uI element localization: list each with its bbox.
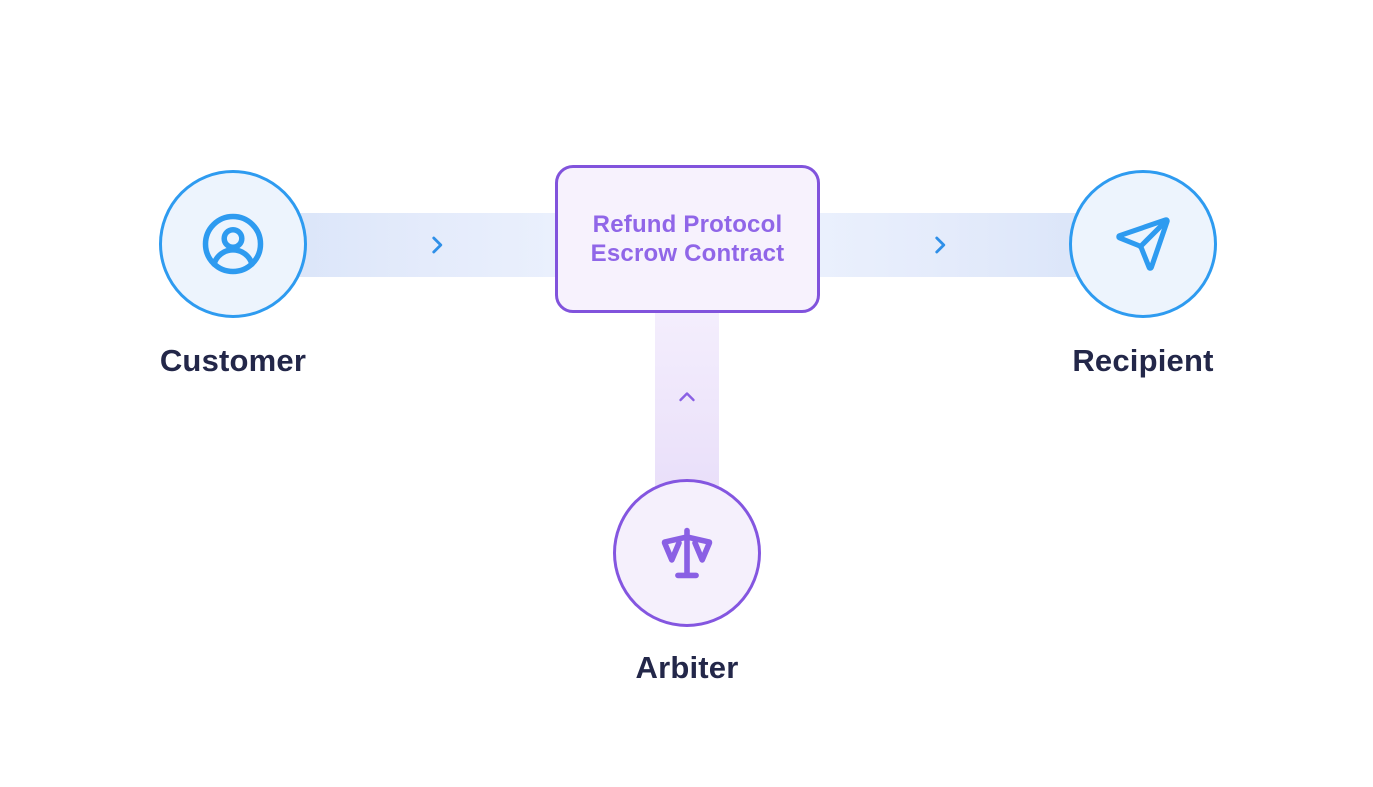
recipient-node — [1069, 170, 1217, 318]
user-circle-icon — [200, 211, 266, 277]
scales-icon — [655, 521, 719, 585]
arbiter-node — [613, 479, 761, 627]
chevron-right-icon — [927, 232, 953, 258]
send-icon — [1114, 215, 1172, 273]
recipient-label: Recipient — [1072, 343, 1214, 378]
customer-node — [159, 170, 307, 318]
customer-label: Customer — [159, 343, 307, 378]
contract-label-line2: Escrow Contract — [590, 240, 785, 267]
chevron-up-icon — [672, 385, 702, 409]
chevron-right-icon — [424, 232, 450, 258]
arbiter-label: Arbiter — [635, 650, 739, 685]
escrow-contract-box: Refund Protocol Escrow Contract — [555, 165, 820, 313]
contract-label-line1: Refund Protocol — [592, 211, 783, 238]
